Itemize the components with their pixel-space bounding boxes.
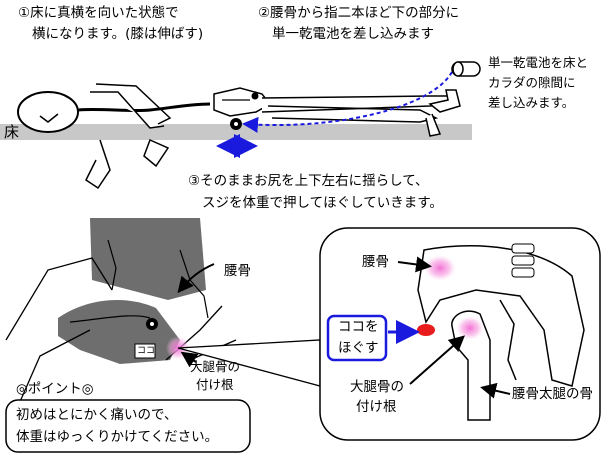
hip-femur-label: 腰骨太腿の骨 bbox=[512, 386, 593, 402]
dashed-path bbox=[242, 71, 453, 133]
figure-legs bbox=[261, 95, 456, 113]
figure-torso bbox=[77, 102, 211, 113]
femur-root-line1: 大腿骨の bbox=[190, 359, 241, 374]
step2-line2: 単一乾電池を差し込みます bbox=[272, 26, 434, 42]
figure-arm bbox=[90, 91, 165, 129]
koko-massage-line1: ココを bbox=[338, 319, 379, 335]
detail-hip-bone-label: 腰骨 bbox=[362, 254, 389, 270]
point-box bbox=[5, 399, 251, 453]
point-line2: 体重はゆっくりかけてください。 bbox=[16, 429, 219, 445]
battery-icon bbox=[451, 61, 481, 77]
point-line1: 初めはとにかく痛いので、 bbox=[16, 407, 178, 423]
pink-glow-femur bbox=[456, 316, 484, 340]
detail-femur-root-line1: 大腿骨の bbox=[350, 379, 404, 395]
step2-line1: ②腰骨から指二本ほど下の部分に bbox=[258, 5, 460, 21]
red-battery bbox=[417, 324, 435, 336]
figure-head bbox=[17, 91, 79, 133]
hip-bone-shape bbox=[417, 245, 585, 387]
pelvis-gray bbox=[58, 299, 180, 364]
femur-root-line2: 付け根 bbox=[196, 377, 234, 392]
floor-bar bbox=[0, 124, 472, 140]
torso-gray bbox=[90, 218, 206, 300]
floor-label: 床 bbox=[4, 123, 20, 141]
detail-femur-root-line2: 付け根 bbox=[356, 399, 397, 415]
point-heading: ◎ポイント◎ bbox=[16, 381, 94, 397]
koko-massage-line2: ほぐす bbox=[338, 340, 379, 356]
koko-box bbox=[134, 343, 156, 359]
hip-bone-label: 腰骨 bbox=[224, 263, 251, 279]
battery-note-line3: 差し込みます。 bbox=[488, 95, 575, 110]
koko-label: ココ bbox=[137, 346, 156, 356]
battery-note-line2: カラダの隙間に bbox=[488, 75, 576, 90]
pink-glow-hip bbox=[424, 255, 456, 281]
step1-line2: 横になります。(膝は伸ばす) bbox=[32, 26, 204, 42]
step3-line1: ③そのままお尻を上下左右に揺らして、 bbox=[188, 173, 429, 189]
figure-hip bbox=[213, 87, 272, 117]
battery-note-line1: 単一乾電池を床と bbox=[488, 55, 589, 70]
step1-line1: ①床に真横を向いた状態で bbox=[18, 5, 179, 21]
step3-line2: スジを体重で押してほぐしていきます。 bbox=[202, 195, 443, 211]
koko-massage-box bbox=[326, 314, 388, 362]
